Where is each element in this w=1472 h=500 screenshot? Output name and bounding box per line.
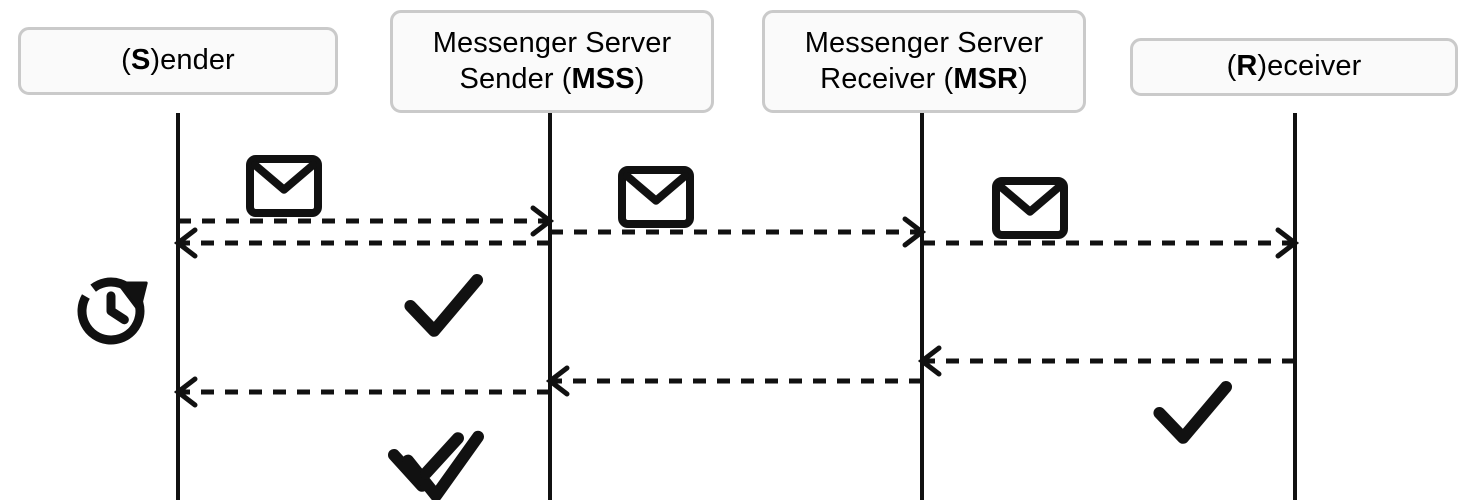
check-icon bbox=[1153, 380, 1233, 444]
participant-box-receiver[interactable]: (R)eceiver bbox=[1130, 38, 1458, 96]
envelope-icon bbox=[618, 166, 694, 228]
envelope-flap bbox=[623, 172, 689, 205]
message-arrowhead bbox=[917, 345, 942, 377]
clock-arrowhead bbox=[116, 281, 148, 313]
message-arrow-m3[interactable] bbox=[922, 227, 1300, 259]
message-arrow-m6[interactable] bbox=[545, 365, 922, 397]
message-arrow-m5[interactable] bbox=[917, 345, 1295, 377]
participant-label-receiver: (R)eceiver bbox=[1226, 50, 1362, 83]
check-stroke bbox=[404, 273, 484, 337]
participant-box-sender[interactable]: (S)ender bbox=[18, 27, 338, 95]
clock-hands bbox=[106, 291, 129, 325]
lifeline-sender bbox=[176, 113, 180, 500]
message-arrowhead bbox=[173, 227, 198, 259]
message-arrow-m2[interactable] bbox=[550, 216, 927, 248]
lifeline-mss bbox=[548, 113, 552, 500]
envelope-icon bbox=[246, 155, 322, 217]
message-arrowhead bbox=[545, 365, 570, 397]
envelope-icon bbox=[992, 177, 1068, 239]
envelope-flap bbox=[997, 183, 1063, 216]
message-arrowhead bbox=[1275, 227, 1300, 259]
double-check-front-stroke bbox=[402, 430, 484, 500]
message-arrowhead bbox=[530, 205, 555, 237]
envelope-flap bbox=[251, 161, 317, 194]
participant-label-sender: (S)ender bbox=[121, 44, 235, 77]
message-arrow-m4[interactable] bbox=[173, 227, 550, 259]
message-arrowhead bbox=[173, 376, 198, 408]
check-icon bbox=[404, 273, 484, 337]
message-arrow-m7[interactable] bbox=[173, 376, 550, 408]
lifeline-msr bbox=[920, 113, 924, 500]
check-stroke bbox=[1153, 380, 1233, 444]
clock-retry-icon bbox=[77, 277, 148, 345]
message-arrowhead bbox=[902, 216, 927, 248]
double-check-icon bbox=[388, 430, 484, 500]
double-check-tail-stroke bbox=[420, 432, 464, 480]
lifeline-receiver bbox=[1293, 113, 1297, 500]
message-arrow-m1[interactable] bbox=[178, 205, 555, 237]
